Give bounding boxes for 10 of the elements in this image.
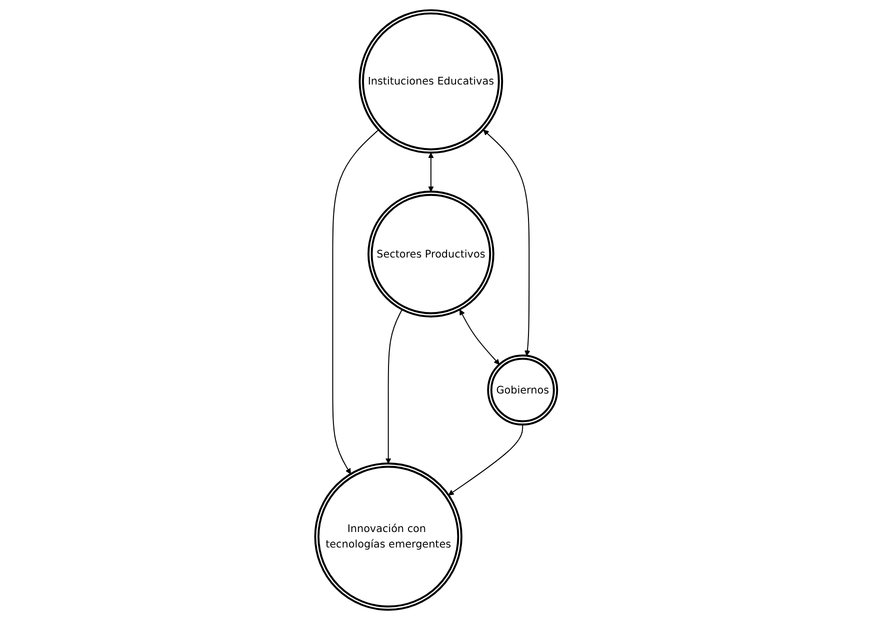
- arrow: [332, 128, 380, 474]
- arrow: [448, 424, 524, 495]
- node-circle: Sectores Productivos: [368, 190, 495, 317]
- arrow: [483, 129, 531, 356]
- arrow: [386, 308, 403, 464]
- node-circle: Gobiernos: [487, 354, 558, 426]
- node-circle: Innovación con tecnologías emergentes: [314, 462, 463, 610]
- node-circle: Instituciones Educativas: [359, 8, 504, 154]
- arrow: [460, 308, 500, 364]
- arrow: [428, 152, 434, 192]
